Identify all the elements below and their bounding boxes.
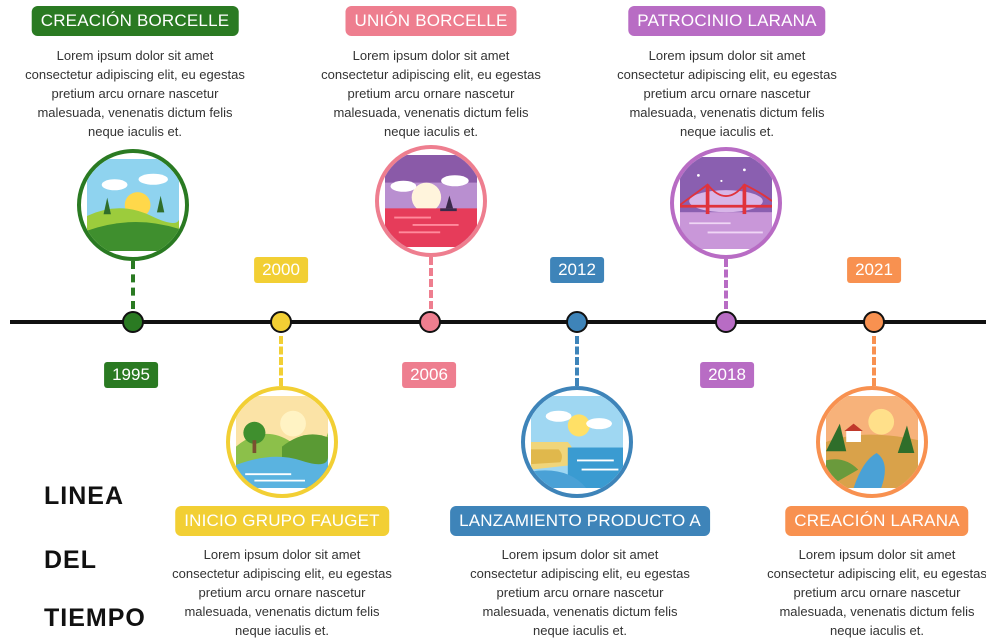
event-label: UNIÓN BORCELLE (345, 6, 517, 36)
event-description: Lorem ipsum dolor sit amet consectetur a… (470, 547, 690, 638)
event-label: INICIO GRUPO FAUGET (175, 506, 389, 536)
event-year: 2012 (550, 257, 604, 283)
event-year: 2000 (254, 257, 308, 283)
sailboat-sunset-icon (375, 145, 487, 257)
timeline-axis (10, 320, 986, 324)
house-river-icon (816, 386, 928, 498)
event-description: Lorem ipsum dolor sit amet consectetur a… (617, 48, 837, 139)
page-title-line-1: LINEA (44, 482, 124, 510)
event-label: PATROCINIO LARANA (628, 6, 826, 36)
event-year: 2021 (847, 257, 901, 283)
event-year: 1995 (104, 362, 158, 388)
event-connector (724, 259, 728, 309)
timeline-marker (270, 311, 292, 333)
event-label: CREACIÓN BORCELLE (31, 6, 239, 36)
timeline-marker (715, 311, 737, 333)
river-hills-icon (226, 386, 338, 498)
page-title-line-3: TIEMPO (44, 604, 146, 632)
event-connector (872, 336, 876, 386)
event-description: Lorem ipsum dolor sit amet consectetur a… (321, 48, 541, 139)
timeline-marker (566, 311, 588, 333)
timeline-marker (419, 311, 441, 333)
event-connector (279, 336, 283, 386)
timeline-marker (863, 311, 885, 333)
event-connector (575, 336, 579, 386)
event-connector (429, 257, 433, 309)
event-connector (131, 261, 135, 309)
event-label: LANZAMIENTO PRODUCTO A (450, 506, 710, 536)
event-year: 2018 (700, 362, 754, 388)
beach-cliff-icon (521, 386, 633, 498)
page-title-line-2: DEL (44, 546, 97, 574)
landscape-sunrise-icon (77, 149, 189, 261)
event-description: Lorem ipsum dolor sit amet consectetur a… (767, 547, 986, 638)
timeline-marker (122, 311, 144, 333)
event-label: CREACIÓN LARANA (785, 506, 969, 536)
event-year: 2006 (402, 362, 456, 388)
event-description: Lorem ipsum dolor sit amet consectetur a… (25, 48, 245, 139)
bridge-night-icon (670, 147, 782, 259)
event-description: Lorem ipsum dolor sit amet consectetur a… (172, 547, 392, 638)
